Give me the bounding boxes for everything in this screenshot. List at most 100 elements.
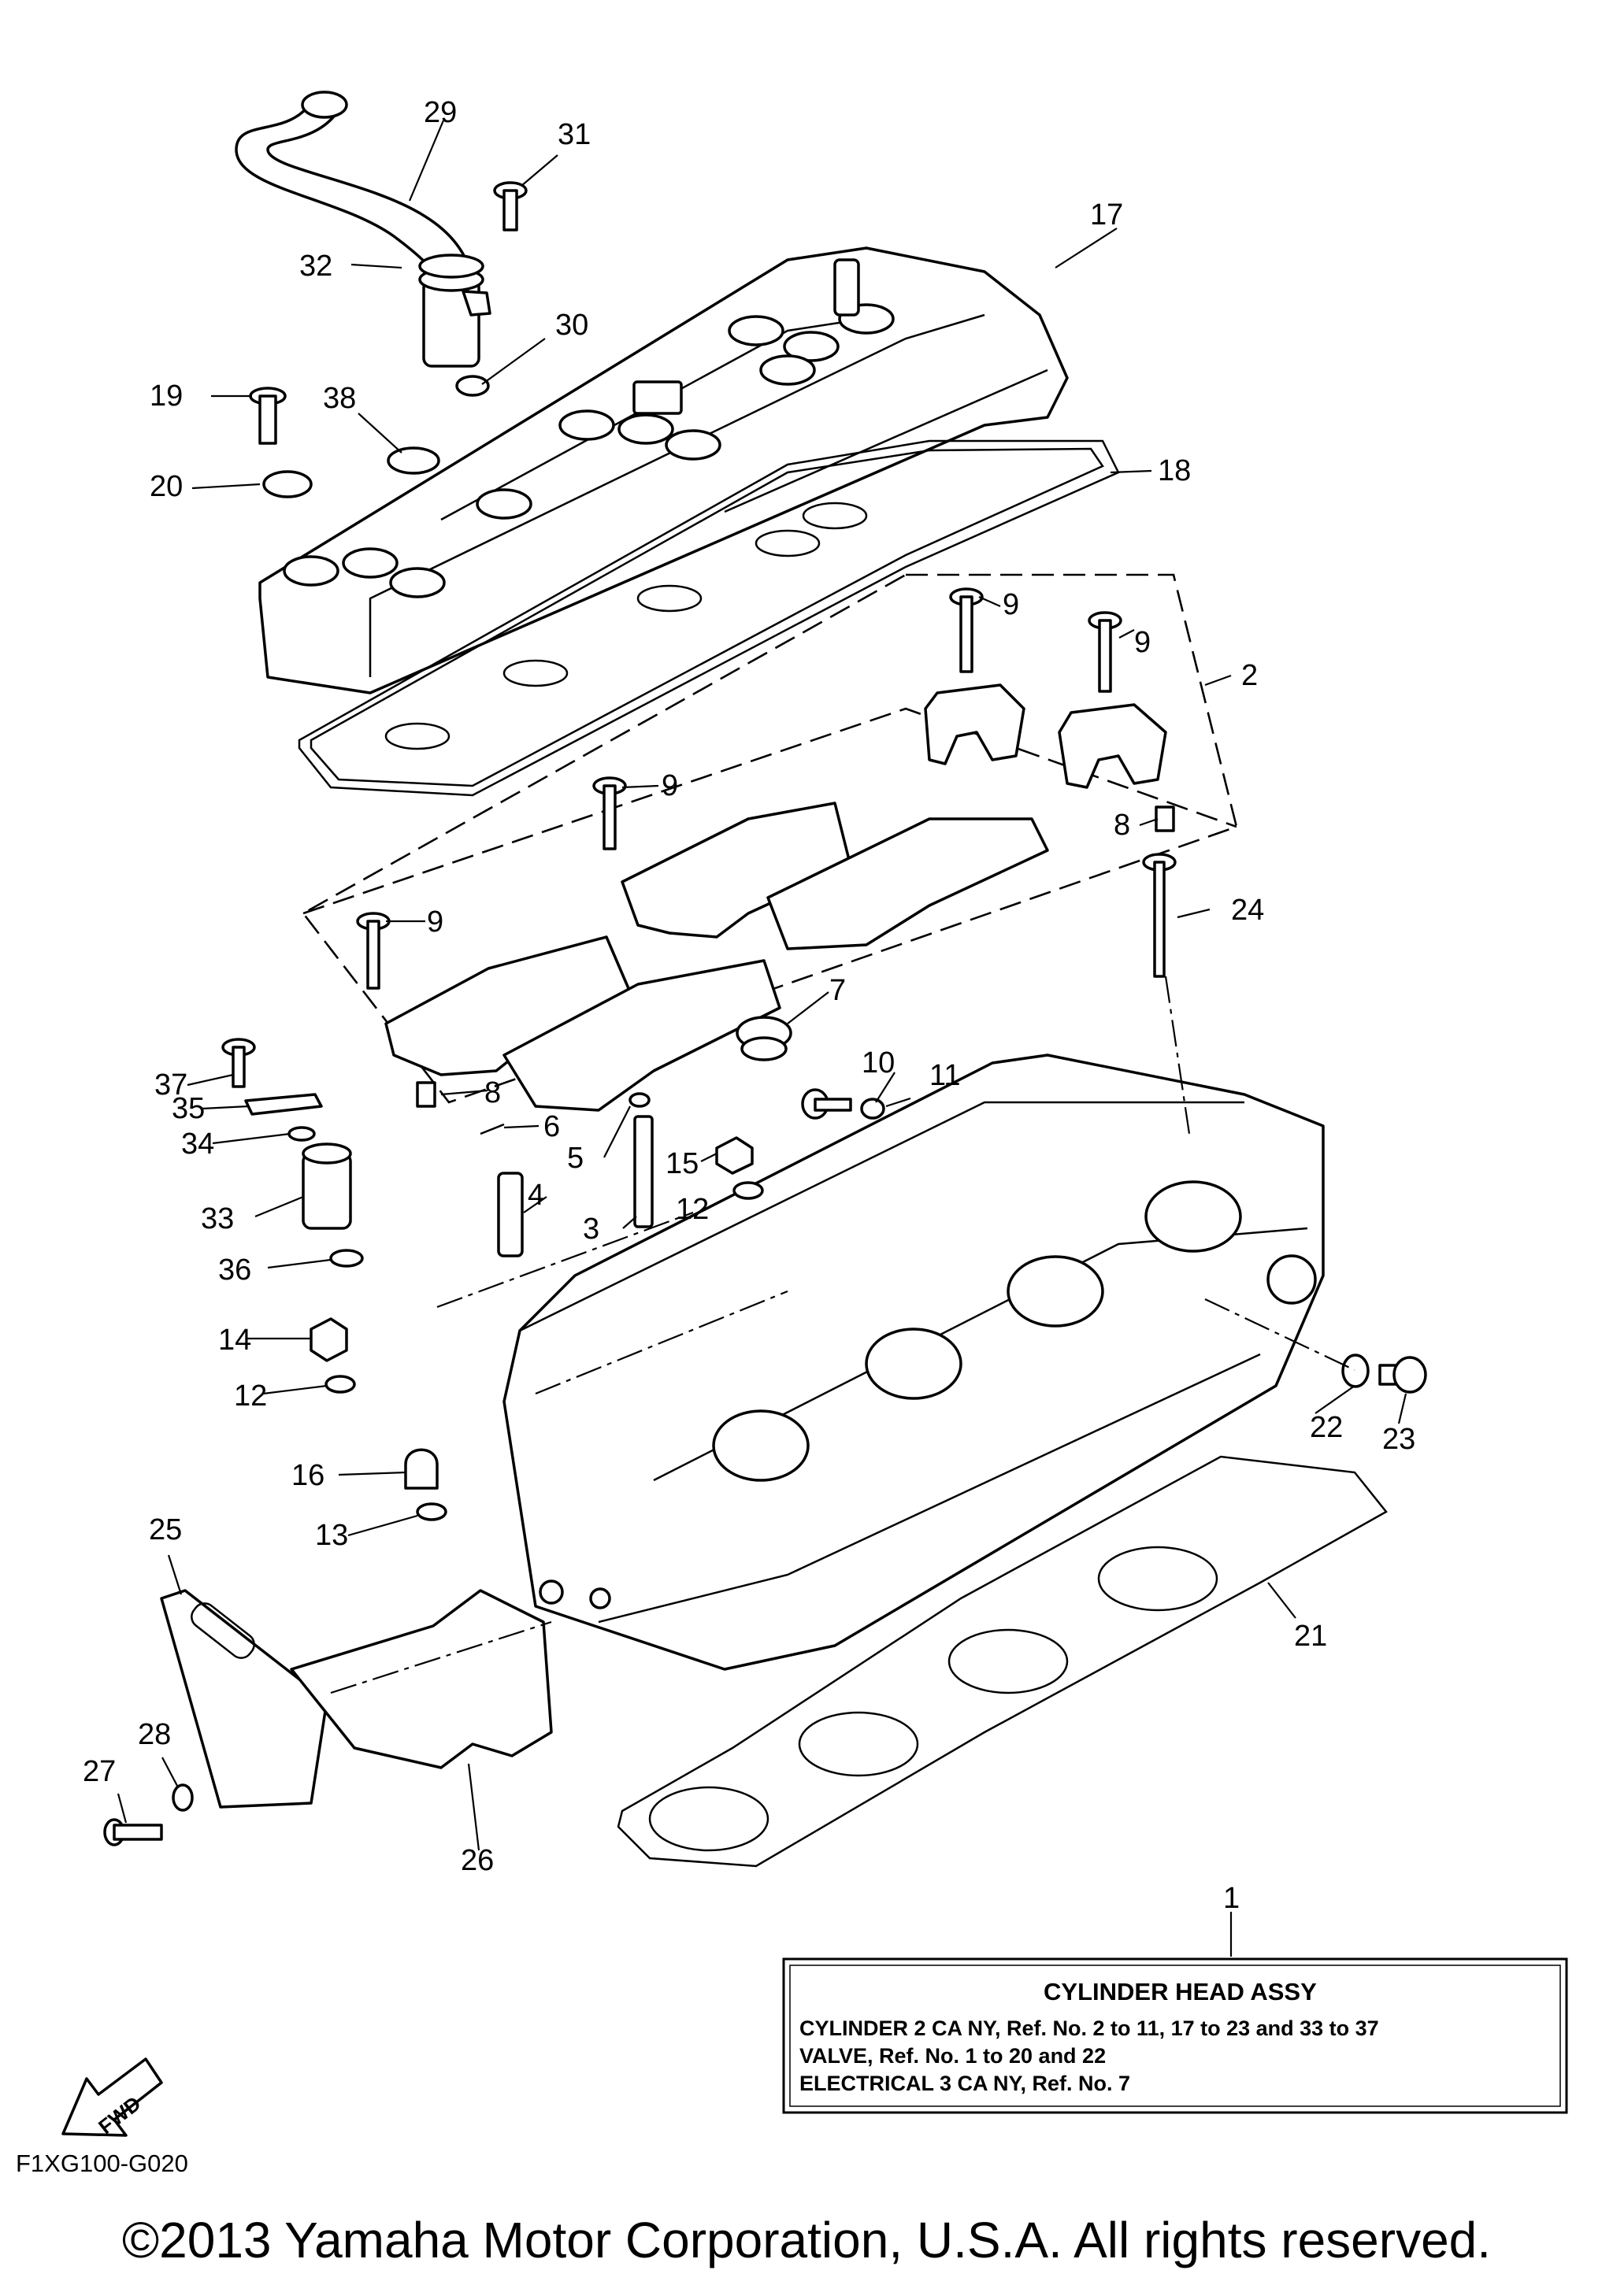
callout-31: 31	[558, 118, 591, 151]
callout-8b: 8	[484, 1076, 501, 1109]
cylinder-head	[502, 1054, 1325, 1671]
cap-38	[387, 446, 440, 475]
seal-6	[480, 1123, 505, 1135]
washer-12b	[324, 1375, 356, 1394]
bolt-24	[1142, 853, 1177, 978]
callout-33: 33	[201, 1202, 234, 1235]
callout-6: 6	[543, 1110, 560, 1143]
callout-17: 17	[1090, 198, 1123, 231]
callout-25: 25	[149, 1513, 182, 1546]
callout-2: 2	[1241, 659, 1258, 692]
assy-info-box: CYLINDER HEAD ASSY CYLINDER 2 CA NY, Ref…	[782, 1957, 1568, 2114]
bolt-19	[249, 387, 287, 445]
callout-19: 19	[150, 380, 183, 413]
callout-38: 38	[323, 382, 356, 415]
callout-30: 30	[555, 309, 588, 342]
assembly-outline-2	[302, 573, 1238, 1104]
callout-35: 35	[172, 1092, 205, 1125]
callout-12a: 12	[676, 1193, 709, 1226]
callout-20: 20	[150, 470, 183, 503]
callout-9c: 9	[662, 769, 678, 802]
nut-14	[310, 1317, 348, 1362]
assy-line-3: ELECTRICAL 3 CA NY, Ref. No. 7	[799, 2072, 1130, 2095]
cam-housing-2	[766, 817, 1049, 950]
assy-title: CYLINDER HEAD ASSY	[1044, 1978, 1317, 2005]
bolt-27	[103, 1818, 163, 1846]
cam-cap-a	[924, 683, 1025, 765]
bolt-9c	[592, 776, 627, 850]
callout-7: 7	[829, 974, 846, 1007]
bracket-26	[290, 1589, 553, 1769]
breather-hose	[235, 91, 491, 368]
dowel-8a	[1155, 805, 1175, 832]
cam-cap-b	[1058, 703, 1167, 789]
head-cover-gasket	[298, 439, 1120, 797]
callout-9d: 9	[427, 905, 443, 939]
callout-18: 18	[1158, 454, 1191, 487]
callout-16: 16	[291, 1459, 324, 1492]
washer-11	[860, 1098, 885, 1120]
callout-10: 10	[862, 1046, 895, 1079]
bolt-9d	[356, 912, 391, 990]
fwd-arrow-icon: FWD	[61, 2057, 163, 2139]
bolt-10	[801, 1088, 852, 1120]
callout-11: 11	[929, 1059, 960, 1092]
plug-7	[736, 1016, 792, 1061]
cam-housing-4	[502, 959, 781, 1112]
cam-housing-1	[621, 802, 852, 939]
head-gasket	[617, 1455, 1388, 1868]
assy-line-1: CYLINDER 2 CA NY, Ref. No. 2 to 11, 17 t…	[799, 2016, 1379, 2040]
valve-guide-3	[633, 1115, 654, 1228]
bolt-31	[493, 181, 528, 231]
callout-9a: 9	[1003, 588, 1019, 621]
bolt-37	[221, 1038, 256, 1088]
washer-28	[172, 1783, 194, 1812]
callout-3: 3	[583, 1213, 599, 1246]
leader-lines	[117, 120, 1407, 1957]
callout-26: 26	[461, 1844, 494, 1877]
callout-24: 24	[1231, 894, 1264, 927]
callout-14: 14	[218, 1324, 251, 1357]
bolt-9a	[949, 587, 984, 673]
valve-guide-4	[497, 1172, 524, 1257]
callout-27: 27	[83, 1755, 116, 1788]
dowel-8b	[416, 1081, 436, 1108]
callout-32: 32	[299, 250, 332, 283]
callout-29: 29	[424, 96, 457, 129]
o-ring-36	[329, 1249, 364, 1268]
callout-37: 37	[154, 1068, 187, 1102]
callout-36: 36	[218, 1254, 251, 1287]
grommet-20	[262, 470, 313, 498]
callout-21: 21	[1294, 1620, 1327, 1653]
bracket-25	[160, 1589, 328, 1809]
o-ring-30	[455, 375, 490, 397]
bolt-9b	[1088, 611, 1122, 693]
callout-28: 28	[138, 1718, 171, 1751]
callouts: 29 31 32 30 17 19 38 20 18 2 9 9 8 24 9 …	[83, 96, 1415, 1915]
assembly-outline-cam	[302, 707, 1237, 915]
callout-4: 4	[528, 1179, 544, 1212]
head-cover	[258, 246, 1069, 694]
plate-35	[244, 1093, 323, 1116]
callout-8a: 8	[1114, 809, 1130, 842]
callout-23: 23	[1382, 1423, 1415, 1456]
callout-1: 1	[1223, 1882, 1240, 1915]
nut-15	[715, 1136, 754, 1175]
cap-nut-16	[404, 1448, 439, 1490]
callout-34: 34	[181, 1128, 214, 1161]
copyright-notice: ©2013 Yamaha Motor Corporation, U.S.A. A…	[121, 2212, 1492, 2268]
callout-15: 15	[666, 1147, 699, 1180]
washer-12a	[732, 1181, 764, 1200]
bolt-23	[1378, 1356, 1427, 1394]
callout-22: 22	[1310, 1411, 1343, 1444]
callout-12b: 12	[234, 1379, 267, 1413]
sensor-33	[302, 1142, 352, 1230]
ring-34	[287, 1126, 316, 1142]
assy-line-2: VALVE, Ref. No. 1 to 20 and 22	[799, 2044, 1106, 2068]
callout-13: 13	[315, 1519, 348, 1552]
callout-5: 5	[567, 1142, 584, 1175]
washer-22	[1341, 1354, 1370, 1388]
drawing-code: F1XG100-G020	[16, 2150, 188, 2177]
washer-13	[416, 1502, 447, 1521]
